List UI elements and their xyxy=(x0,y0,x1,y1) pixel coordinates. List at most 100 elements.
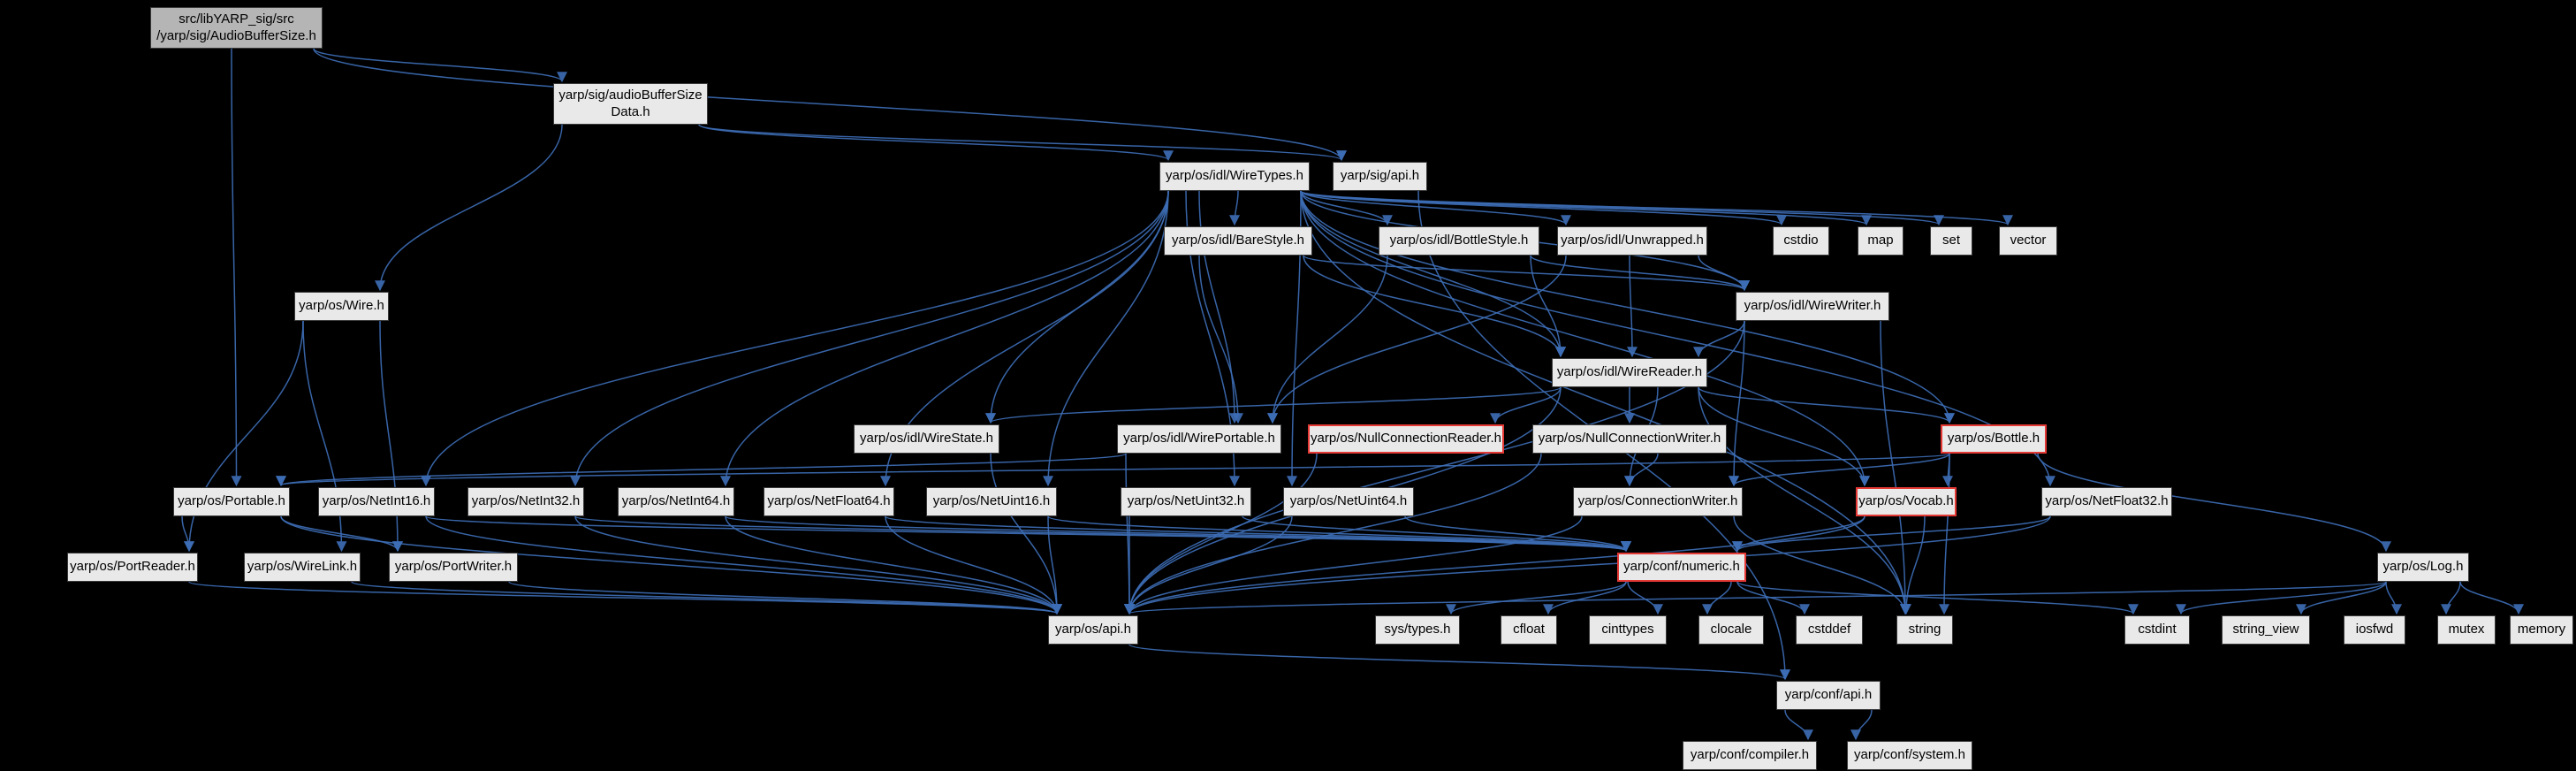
graph-node-set: set xyxy=(1930,226,1972,256)
graph-node-label: yarp/os/Wire.h xyxy=(299,298,384,314)
include-edge-wireTypes-to-bottle xyxy=(1300,190,1955,424)
graph-node-label: Data.h xyxy=(611,103,650,119)
graph-node-wireState[interactable]: yarp/os/idl/WireState.h xyxy=(854,424,999,454)
graph-node-label: yarp/conf/numeric.h xyxy=(1623,559,1740,575)
include-edge-wireLink-to-osApi xyxy=(351,581,1062,615)
include-edge-audioBufferSizeData-to-wireTypes xyxy=(698,124,1174,162)
graph-node-cinttypes: cinttypes xyxy=(1589,615,1667,645)
graph-node-nullConnectionWriter[interactable]: yarp/os/NullConnectionWriter.h xyxy=(1532,424,1727,454)
include-edge-netUint64-to-osApi xyxy=(1124,515,1293,615)
include-edge-wireTypes-to-vocab xyxy=(1300,190,1870,487)
graph-node-map: map xyxy=(1858,226,1904,256)
graph-node-bottle[interactable]: yarp/os/Bottle.h xyxy=(1941,424,2047,454)
graph-node-label: cfloat xyxy=(1513,622,1545,637)
graph-node-netInt32[interactable]: yarp/os/NetInt32.h xyxy=(467,487,584,516)
graph-node-label: yarp/os/NetInt16.h xyxy=(322,493,431,509)
include-edge-netUint64-to-numeric xyxy=(1404,515,1631,553)
graph-node-wire[interactable]: yarp/os/Wire.h xyxy=(294,292,389,321)
graph-node-label: yarp/os/NetFloat64.h xyxy=(767,493,891,509)
include-edge-vocab-to-osApi xyxy=(1124,515,1866,615)
include-edge-bottleStyle-to-wirePortable xyxy=(1267,255,1388,424)
include-edge-vocab-to-numeric xyxy=(1732,515,1866,553)
include-edge-nullConnectionReader-to-osApi xyxy=(1124,453,1318,615)
graph-node-label: cinttypes xyxy=(1601,622,1654,637)
graph-node-cstdio: cstdio xyxy=(1773,226,1829,256)
graph-node-confApi[interactable]: yarp/conf/api.h xyxy=(1776,681,1881,710)
graph-node-osApi[interactable]: yarp/os/api.h xyxy=(1048,615,1138,645)
graph-node-wireLink[interactable]: yarp/os/WireLink.h xyxy=(244,553,361,582)
include-edge-connectionWriter-to-string xyxy=(1733,515,1911,615)
include-edge-portWriter-to-osApi xyxy=(508,581,1062,615)
graph-node-netUint64[interactable]: yarp/os/NetUint64.h xyxy=(1283,487,1414,516)
graph-node-vector: vector xyxy=(1999,226,2057,256)
graph-node-portable[interactable]: yarp/os/Portable.h xyxy=(173,487,290,516)
graph-node-netInt16[interactable]: yarp/os/NetInt16.h xyxy=(318,487,435,516)
include-edge-confApi-to-compiler xyxy=(1784,709,1813,741)
include-edge-nullConnectionWriter-to-connectionWriter xyxy=(1624,453,1659,487)
graph-node-label: yarp/os/Bottle.h xyxy=(1947,431,2040,447)
graph-node-wirePortable[interactable]: yarp/os/idl/WirePortable.h xyxy=(1117,424,1281,454)
graph-node-log[interactable]: yarp/os/Log.h xyxy=(2377,553,2469,582)
graph-node-label: string_view xyxy=(2232,622,2299,637)
graph-node-label: yarp/os/NetInt64.h xyxy=(621,493,731,509)
graph-node-label: yarp/os/idl/BottleStyle.h xyxy=(1389,233,1529,248)
graph-node-netFloat32[interactable]: yarp/os/NetFloat32.h xyxy=(2041,487,2172,516)
graph-node-sigApi[interactable]: yarp/sig/api.h xyxy=(1333,162,1427,191)
graph-node-label: yarp/os/Portable.h xyxy=(178,493,285,509)
include-edge-portable-to-portWriter xyxy=(280,515,403,553)
graph-node-bottleStyle[interactable]: yarp/os/idl/BottleStyle.h xyxy=(1379,226,1539,256)
graph-node-label: yarp/os/api.h xyxy=(1055,622,1131,637)
include-edge-wireTypes-to-string xyxy=(1300,190,1911,615)
graph-node-label: clocale xyxy=(1710,622,1752,637)
graph-node-wireReader[interactable]: yarp/os/idl/WireReader.h xyxy=(1552,358,1707,387)
include-edge-numeric-to-cinttypes xyxy=(1627,581,1663,615)
include-edge-wirePortable-to-portable xyxy=(276,453,1127,487)
graph-node-bareStyle[interactable]: yarp/os/idl/BareStyle.h xyxy=(1164,226,1312,256)
graph-node-cstdint: cstdint xyxy=(2124,615,2190,645)
graph-node-numeric[interactable]: yarp/conf/numeric.h xyxy=(1617,553,1746,582)
graph-node-label: cstddef xyxy=(1807,622,1851,637)
graph-node-clocale: clocale xyxy=(1698,615,1764,645)
include-edge-numeric-to-cstdint xyxy=(1736,581,2139,615)
graph-node-nullConnectionReader[interactable]: yarp/os/NullConnectionReader.h xyxy=(1308,424,1504,454)
graph-node-label: yarp/os/NetUint32.h xyxy=(1127,493,1245,509)
graph-node-wireWriter[interactable]: yarp/os/idl/WireWriter.h xyxy=(1736,292,1889,321)
include-edge-numeric-to-sysTypes xyxy=(1446,581,1627,615)
graph-node-label: yarp/sig/audioBufferSize xyxy=(559,88,703,103)
graph-node-netInt64[interactable]: yarp/os/NetInt64.h xyxy=(618,487,734,516)
graph-node-label: yarp/conf/api.h xyxy=(1784,687,1873,703)
include-edge-netFloat64-to-numeric xyxy=(885,515,1631,553)
graph-node-label: yarp/os/NullConnectionWriter.h xyxy=(1538,431,1721,447)
graph-node-netFloat64[interactable]: yarp/os/NetFloat64.h xyxy=(764,487,894,516)
graph-node-netUint16[interactable]: yarp/os/NetUint16.h xyxy=(926,487,1057,516)
graph-node-vocab[interactable]: yarp/os/Vocab.h xyxy=(1856,487,1957,516)
graph-node-label: yarp/os/ConnectionWriter.h xyxy=(1577,493,1738,509)
graph-node-label: set xyxy=(1941,233,1960,248)
include-edge-wireReader-to-bottle xyxy=(1698,386,1955,424)
graph-node-label: cstdio xyxy=(1783,233,1819,248)
include-edge-log-to-memory xyxy=(2459,581,2524,615)
graph-node-portReader[interactable]: yarp/os/PortReader.h xyxy=(67,553,198,582)
graph-node-label: yarp/os/NetUint16.h xyxy=(932,493,1051,509)
graph-node-netUint32[interactable]: yarp/os/NetUint32.h xyxy=(1121,487,1251,516)
graph-node-label: iosfwd xyxy=(2355,622,2394,637)
graph-node-label: cstdint xyxy=(2138,622,2177,637)
graph-node-label: yarp/os/WireLink.h xyxy=(247,559,358,575)
include-edge-wireWriter-to-osApi xyxy=(1124,320,1745,615)
graph-node-label: yarp/os/idl/WireState.h xyxy=(860,431,993,447)
include-edge-netFloat32-to-numeric xyxy=(1732,515,2051,553)
graph-node-label: yarp/os/NullConnectionReader.h xyxy=(1311,431,1501,447)
graph-node-unwrapped[interactable]: yarp/os/idl/Unwrapped.h xyxy=(1557,226,1707,256)
graph-node-compiler[interactable]: yarp/conf/compiler.h xyxy=(1683,741,1817,770)
graph-node-portWriter[interactable]: yarp/os/PortWriter.h xyxy=(389,553,518,582)
graph-node-label: yarp/os/NetUint64.h xyxy=(1289,493,1408,509)
graph-node-label: yarp/os/Vocab.h xyxy=(1858,493,1954,509)
include-edge-bottle-to-portable xyxy=(277,453,1950,487)
graph-node-label: yarp/conf/compiler.h xyxy=(1690,747,1810,763)
graph-node-wireTypes[interactable]: yarp/os/idl/WireTypes.h xyxy=(1159,162,1310,191)
graph-node-system[interactable]: yarp/conf/system.h xyxy=(1847,741,1972,770)
include-edge-audioBufferSize-to-portable xyxy=(231,48,242,487)
graph-node-connectionWriter[interactable]: yarp/os/ConnectionWriter.h xyxy=(1573,487,1743,516)
